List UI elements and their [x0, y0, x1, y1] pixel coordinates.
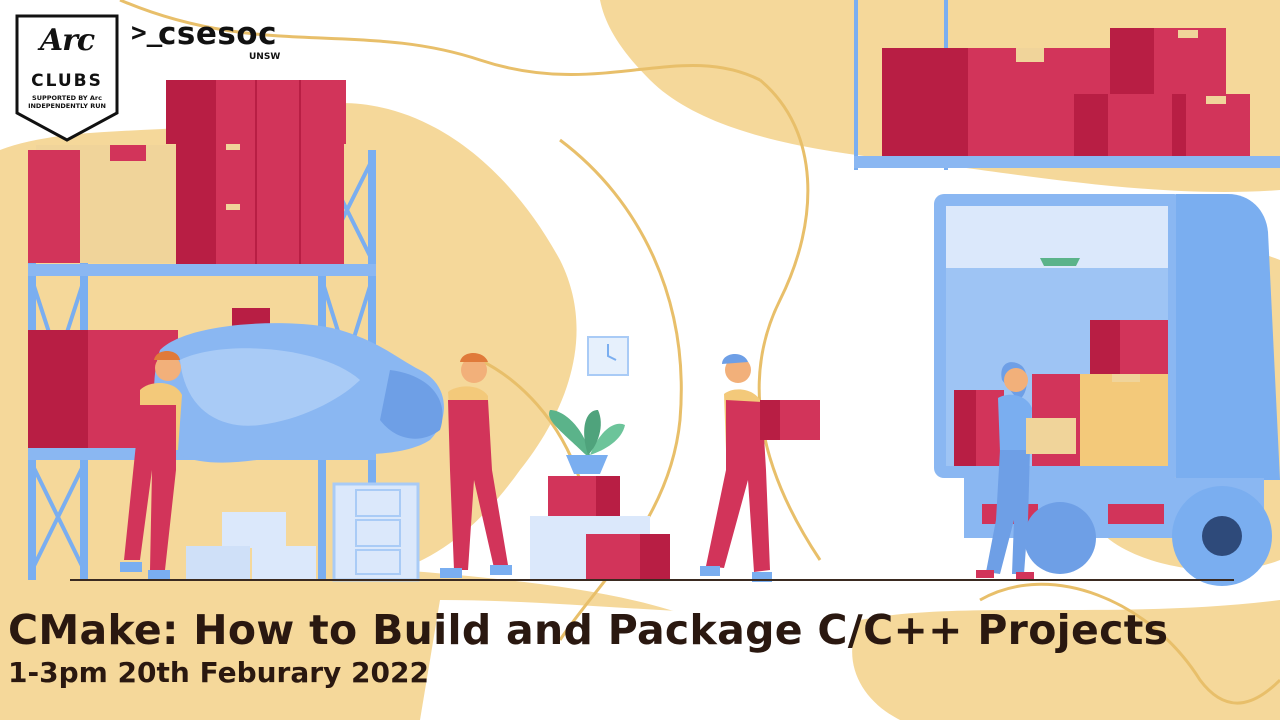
worker-icon — [120, 351, 182, 580]
arc-supported-line2: INDEPENDENTLY RUN — [28, 102, 106, 110]
csesoc-unsw: UNSW — [249, 52, 281, 62]
csesoc-name: csesoc — [158, 16, 277, 52]
box-icon — [882, 28, 1250, 156]
cabinet-icon — [332, 482, 420, 582]
arc-supported-line1: SUPPORTED BY Arc — [32, 94, 102, 102]
event-title: CMake: How to Build and Package C/C++ Pr… — [8, 606, 1169, 654]
floor-line — [70, 579, 1234, 581]
decorative-lines — [119, 0, 1280, 705]
worker-icon — [976, 362, 1076, 580]
worker-icon — [700, 353, 820, 582]
clock-icon — [587, 336, 629, 376]
arc-clubs-text: CLUBS — [31, 71, 103, 91]
shield-icon — [15, 14, 119, 142]
arc-logo-text: Arc — [39, 23, 95, 58]
sofa-icon — [154, 323, 444, 463]
worker-icon — [440, 353, 512, 578]
csesoc-prompt-icon: >_ — [131, 18, 163, 48]
box-icon — [186, 512, 316, 580]
event-datetime: 1-3pm 20th Feburary 2022 — [8, 656, 429, 689]
box-icon — [530, 476, 670, 580]
plant-icon — [549, 410, 625, 474]
box-icon — [28, 80, 346, 448]
arc-clubs-logo: Arc CLUBS SUPPORTED BY Arc INDEPENDENTLY… — [14, 13, 120, 143]
